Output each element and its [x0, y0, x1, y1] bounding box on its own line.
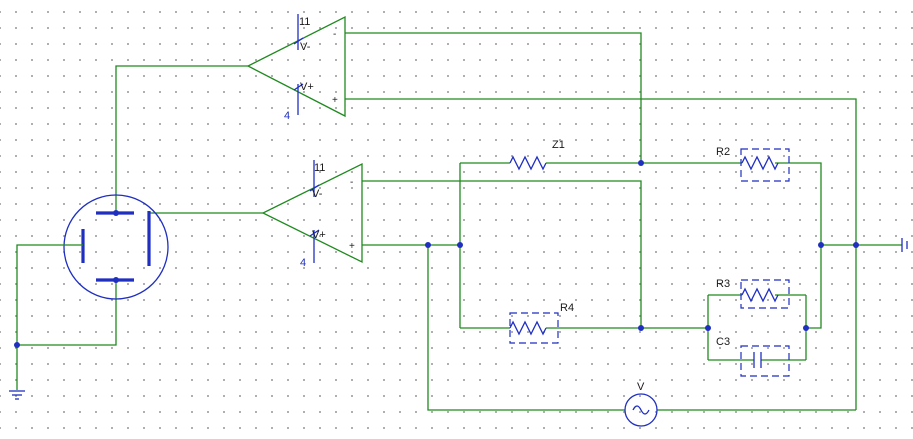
- bridge-sensor: [63, 194, 169, 300]
- output-terminal: [901, 238, 908, 252]
- opamp-top-supply-pos-label: 11: [299, 16, 310, 28]
- junction-nodes: [14, 160, 859, 348]
- junction-r2-output: [818, 242, 824, 248]
- wire-bridge-bottom-to-ground-node: [17, 280, 117, 346]
- opamp-top-vm-label: V-: [300, 41, 311, 53]
- opamp-top-inverting-sign: -: [333, 29, 336, 40]
- component-z1: Z1: [509, 139, 565, 171]
- opamp-top-vp-label: V+: [300, 81, 314, 93]
- junction-r3c3-right: [803, 325, 809, 331]
- junction-r3c3-left: [705, 325, 711, 331]
- opamp-bottom-body: [261, 162, 363, 264]
- r4-dashed-box: [509, 312, 559, 344]
- r2-dashed-box: [740, 148, 790, 182]
- v-source-sine-icon: [632, 405, 650, 415]
- opamp-bottom-supply-pos-label: 11: [314, 162, 325, 174]
- junction-ground-node: [14, 342, 20, 348]
- wire-r2-right: [775, 162, 822, 329]
- opamp-bottom: 11 V- V+ 4 - +: [261, 160, 363, 269]
- opamp-top: 11 V- V+ 4 - +: [246, 14, 346, 122]
- opamp-top-body: [246, 15, 346, 118]
- component-r2: R2: [716, 146, 790, 182]
- opamp-bottom-noninverting-sign: +: [349, 241, 355, 252]
- junction-left-vertical: [457, 242, 463, 248]
- wire-bridge-top-to-opamp-top-output: [115, 65, 248, 213]
- wire-bridge-left-to-ground-node: [16, 244, 63, 345]
- component-r4: R4: [509, 302, 574, 344]
- v-source-label: V: [637, 381, 645, 393]
- wire-source-loop-left: [427, 245, 625, 411]
- component-v-source: V: [624, 381, 658, 427]
- bridge-bottom-node: [113, 277, 119, 283]
- opamp-bottom-supply-tick-lower: [309, 229, 320, 237]
- r2-resistor-zigzag: [741, 155, 779, 171]
- bridge-top-node: [113, 210, 119, 216]
- r4-resistor-zigzag: [509, 320, 547, 336]
- opamp-bottom-inverting-sign: -: [350, 177, 353, 188]
- wire-top-plus-to-output-bus: [345, 98, 857, 410]
- junction-r4-right: [638, 325, 644, 331]
- junction-source-left: [425, 242, 431, 248]
- opamp-top-noninverting-sign: +: [332, 95, 338, 106]
- opamp-bottom-supply-tick-upper: [309, 184, 320, 192]
- opamp-top-supply-neg-label: 4: [284, 110, 290, 122]
- c3-label: C3: [716, 336, 730, 348]
- component-c3: C3: [716, 336, 790, 377]
- r3-label: R3: [716, 278, 730, 290]
- z1-label: Z1: [552, 139, 565, 151]
- r3-resistor-zigzag: [741, 287, 779, 303]
- wire-bottom-minus-to-r4-node: [362, 180, 642, 328]
- junction-z1-r2: [638, 160, 644, 166]
- wire-top-minus-to-z1-node: [345, 32, 642, 163]
- opamp-top-supply-tick-upper: [293, 37, 304, 45]
- z1-resistor-zigzag: [509, 155, 547, 171]
- opamp-top-supply-tick-lower: [293, 83, 304, 91]
- junction-output-bus: [853, 242, 859, 248]
- r3-dashed-box: [740, 279, 790, 309]
- opamp-bottom-vp-label: V+: [312, 229, 326, 241]
- opamp-bottom-vm-label: V-: [312, 188, 323, 200]
- c3-dashed-box: [740, 345, 790, 377]
- ground-symbol: [9, 390, 25, 400]
- v-source-circle: [624, 393, 658, 427]
- component-r3: R3: [716, 278, 790, 309]
- r2-label: R2: [716, 146, 730, 158]
- opamp-bottom-supply-neg-label: 4: [300, 257, 306, 269]
- bridge-sensor-outline: [63, 194, 169, 300]
- r4-label: R4: [560, 302, 574, 314]
